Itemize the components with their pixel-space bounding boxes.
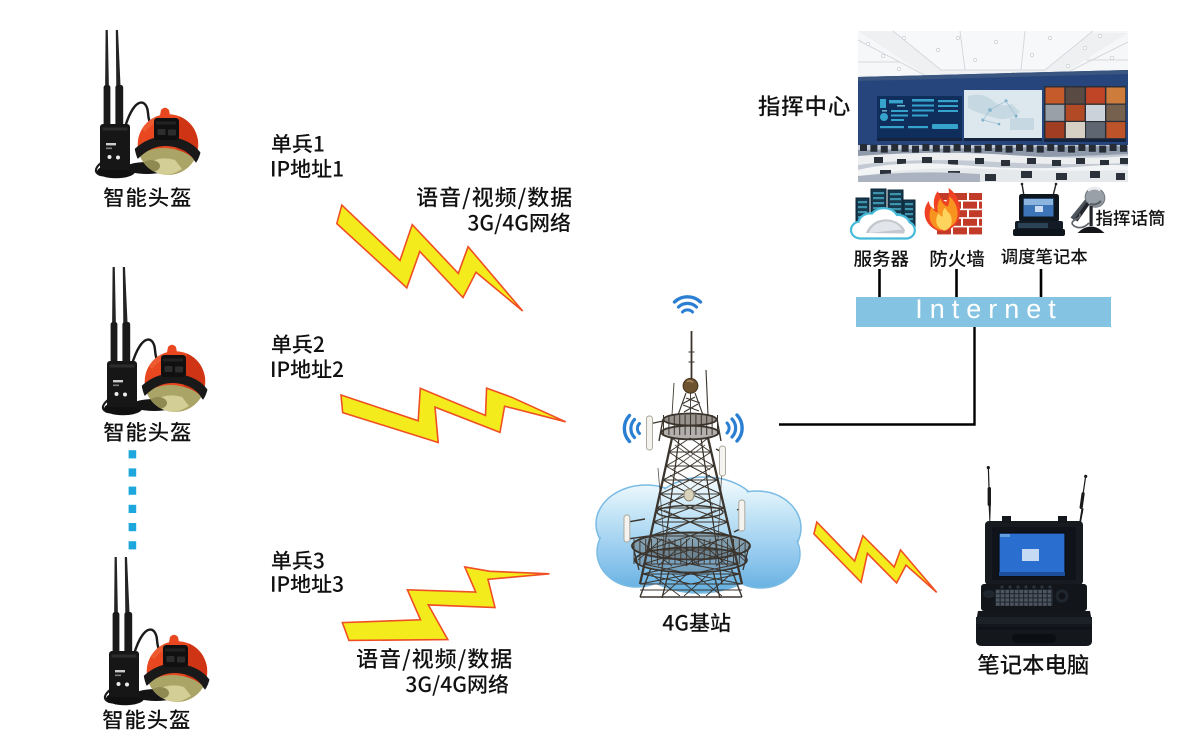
svg-text:Internet: Internet [915,294,1063,324]
